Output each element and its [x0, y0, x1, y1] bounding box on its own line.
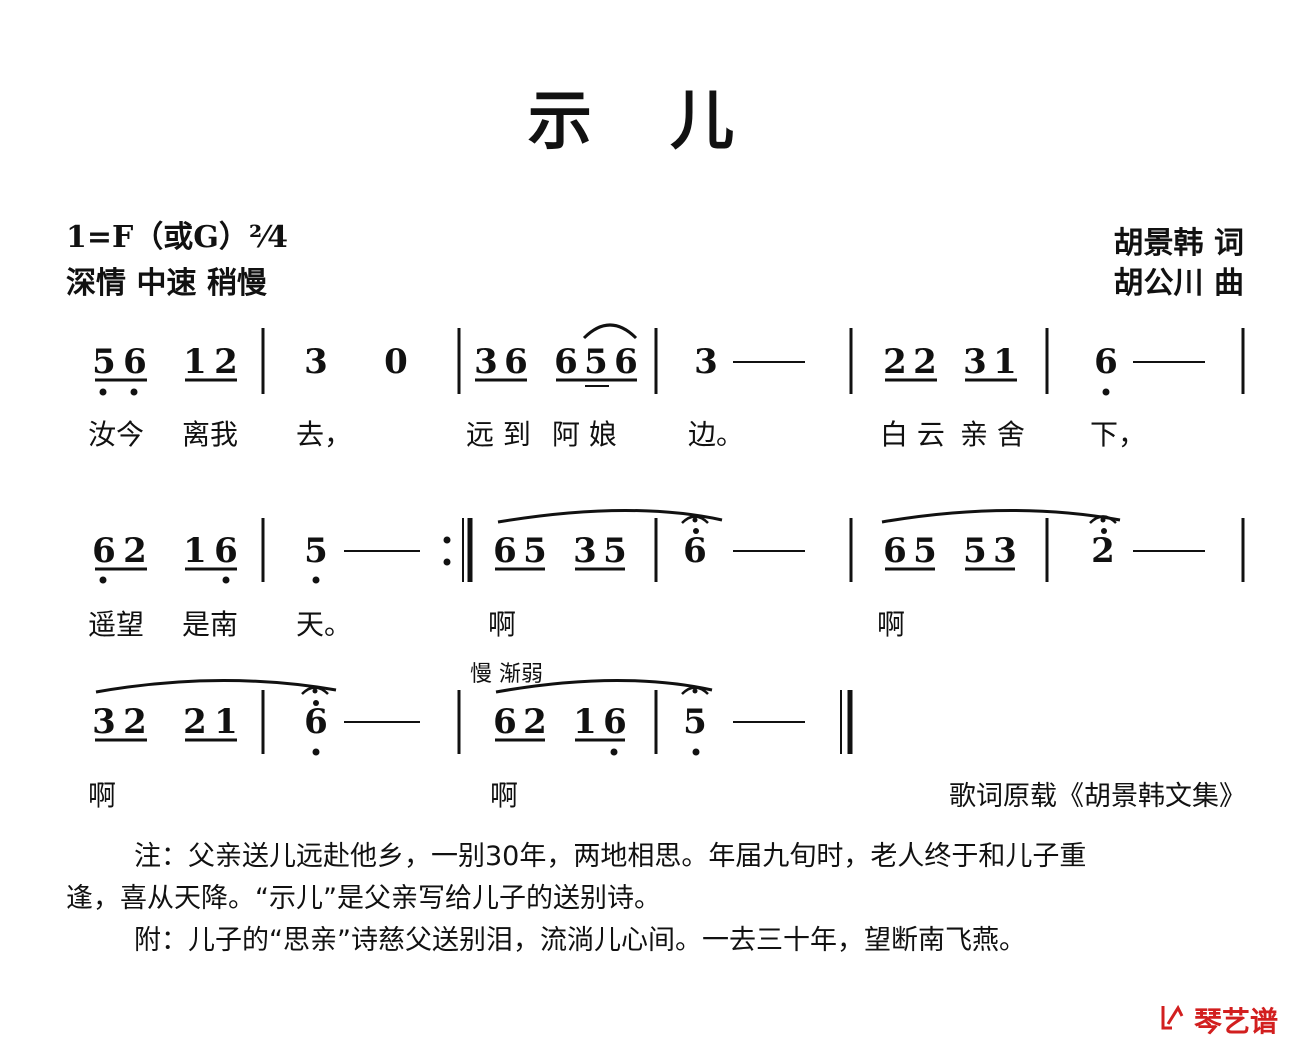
note: 2	[123, 702, 147, 742]
lyric: 边。	[688, 418, 745, 451]
note: 2	[523, 702, 547, 742]
tempo-marking: 深情 中速 稍慢	[66, 266, 267, 301]
note: 2	[883, 342, 907, 382]
note: 3	[573, 531, 597, 571]
lyric: 啊	[488, 608, 517, 641]
note: 6	[683, 531, 707, 571]
note: 1	[183, 342, 207, 382]
expression-mark: 慢 渐弱	[470, 662, 543, 687]
note: 3	[963, 342, 987, 382]
note: 6	[883, 531, 907, 571]
note: 1	[214, 702, 238, 742]
note: 1	[183, 531, 207, 571]
note: 6	[603, 702, 627, 742]
key-and-time: 1=F（或G）²⁄4	[66, 212, 288, 256]
brand-name: 琴艺谱	[1194, 1005, 1279, 1038]
lyric: 是南	[182, 608, 239, 641]
note: 3	[993, 531, 1017, 571]
time-signature: ²⁄4	[248, 220, 288, 255]
note: 6	[614, 342, 638, 382]
footnote-line: 附：儿子的“思亲”诗慈父送别泪，流淌儿心间。一去三十年，望断南飞燕。	[134, 925, 1026, 956]
lyric: 阿 娘	[552, 418, 617, 451]
key-signature: 1=F（或G）	[66, 220, 249, 255]
lyricist-credit: 胡景韩 词	[1113, 226, 1244, 261]
note: 3	[92, 702, 116, 742]
lyric: 亲 舍	[960, 418, 1025, 451]
song-title: 示 儿	[527, 84, 763, 159]
lyric: 啊	[88, 779, 117, 812]
note: 5	[304, 531, 328, 571]
lyrics-source: 歌词原载《胡景韩文集》	[949, 781, 1246, 812]
footnote-line: 注：父亲送儿远赴他乡，一别30年，两地相思。年届九旬时，老人终于和儿子重	[134, 841, 1087, 872]
note: 6	[1094, 342, 1118, 382]
note: 5	[584, 342, 608, 382]
note: 6	[493, 531, 517, 571]
note: 3	[474, 342, 498, 382]
note: 3	[694, 342, 718, 382]
note: 2	[214, 342, 238, 382]
note: 5	[92, 342, 116, 382]
note: 1	[993, 342, 1017, 382]
note: 5	[913, 531, 937, 571]
lyric: 白 云	[880, 418, 945, 451]
note-rest: 0	[384, 342, 408, 382]
note: 6	[92, 531, 116, 571]
lyric: 去，	[296, 418, 353, 451]
note: 2	[913, 342, 937, 382]
lyric: 啊	[490, 779, 519, 812]
lyric: 下，	[1090, 418, 1147, 451]
brand-logo-icon	[1161, 1004, 1184, 1030]
note: 6	[493, 702, 517, 742]
lyric: 遥望	[88, 608, 145, 641]
lyric: 啊	[877, 608, 906, 641]
note: 2	[123, 531, 147, 571]
lyric: 汝今	[88, 418, 145, 451]
note: 2	[1091, 531, 1115, 571]
note: 6	[304, 702, 328, 742]
lyric: 离我	[182, 418, 239, 451]
note: 2	[183, 702, 207, 742]
note: 5	[523, 531, 547, 571]
note: 6	[504, 342, 528, 382]
lyric: 远 到	[466, 418, 531, 451]
note: 3	[304, 342, 328, 382]
note: 6	[554, 342, 578, 382]
note: 5	[683, 702, 707, 742]
note: 6	[214, 531, 238, 571]
note: 6	[123, 342, 147, 382]
note: 5	[603, 531, 627, 571]
composer-credit: 胡公川 曲	[1113, 266, 1244, 301]
footnote-line: 逢，喜从天降。“示儿”是父亲写给儿子的送别诗。	[66, 883, 661, 914]
note: 1	[573, 702, 597, 742]
note: 5	[963, 531, 987, 571]
lyric: 天。	[296, 608, 353, 641]
